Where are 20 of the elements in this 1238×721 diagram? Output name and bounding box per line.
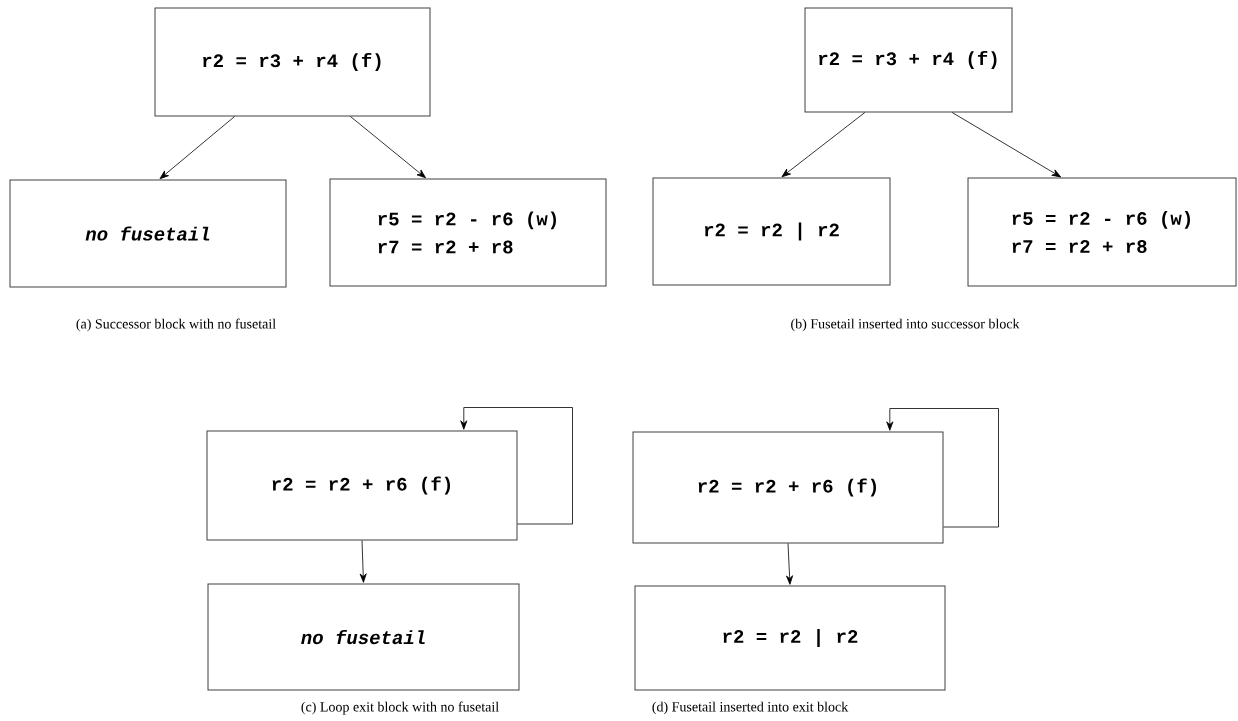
code-box: r2 = r2 + r6 (f) (632, 431, 944, 544)
code-box: r2 = r3 + r4 (f) (154, 7, 431, 117)
code-box: r2 = r2 | r2 (634, 585, 946, 691)
arrow (951, 112, 1062, 178)
arrow (350, 116, 426, 179)
code-box: no fusetail (9, 179, 287, 288)
caption: (b) Fusetail inserted into successor block (791, 318, 1020, 332)
arrow (159, 116, 235, 180)
code-box: no fusetail (207, 583, 520, 691)
code-box: r5 = r2 - r6 (w) r7 = r2 + r8 (329, 178, 607, 287)
caption: (a) Successor block with no fusetail (76, 318, 276, 332)
code-box: r5 = r2 - r6 (w) r7 = r2 + r8 (967, 177, 1237, 287)
code-box: r2 = r2 | r2 (652, 177, 891, 286)
arrow (786, 543, 794, 585)
loop-arrow (460, 407, 573, 525)
code-box: r2 = r2 + r6 (f) (206, 430, 518, 541)
arrow (359, 540, 367, 583)
code-box: r2 = r3 + r4 (f) (804, 7, 1013, 113)
arrow (781, 112, 866, 178)
loop-arrow (886, 408, 999, 528)
